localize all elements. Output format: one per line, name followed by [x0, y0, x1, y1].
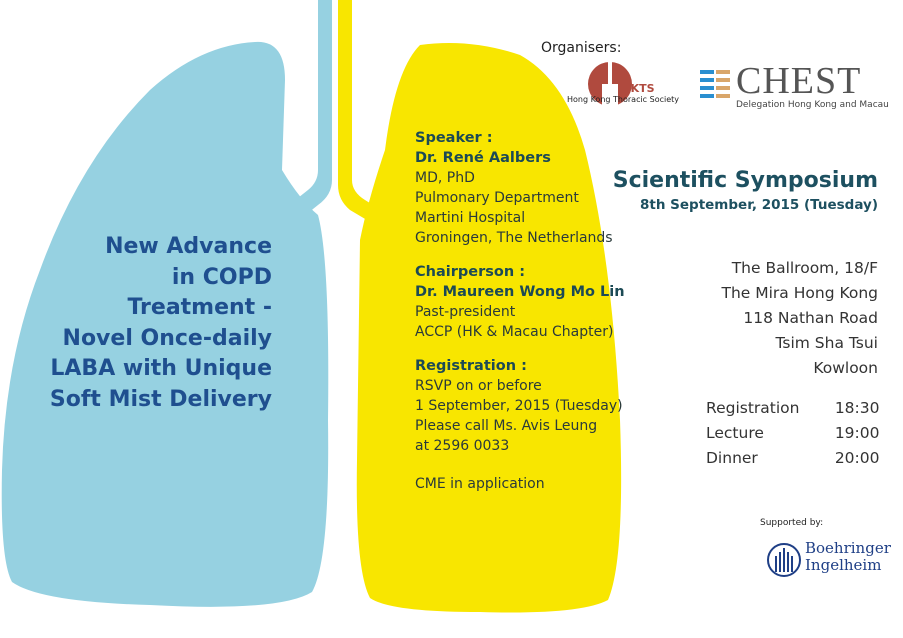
speaker-heading: Speaker : [415, 130, 493, 146]
chair-heading: Chairperson : [415, 264, 525, 280]
right-lung [356, 42, 622, 613]
yellow-trachea [338, 0, 400, 235]
organisers-label: Organisers: [541, 40, 622, 56]
left-lung [1, 41, 329, 607]
chest-logo-mark [700, 70, 730, 98]
blue-trachea [255, 0, 332, 245]
hkts-logo [588, 62, 632, 106]
chair-name: Dr. Maureen Wong Mo Lin [415, 284, 625, 300]
hkts-logo-text: HKTS Hong Kong Thoracic Society [566, 82, 680, 104]
supported-by-label: Supported by: [760, 518, 824, 528]
boehringer-logo-mark [767, 543, 801, 577]
registration-heading: Registration : [415, 358, 527, 374]
speaker-name: Dr. René Aalbers [415, 150, 551, 166]
symposium-header: Scientific Symposium 8th September, 2015… [612, 168, 878, 213]
chest-logo-text: CHEST Delegation Hong Kong and Macau [736, 60, 889, 110]
cme-note: CME in application [415, 476, 545, 492]
